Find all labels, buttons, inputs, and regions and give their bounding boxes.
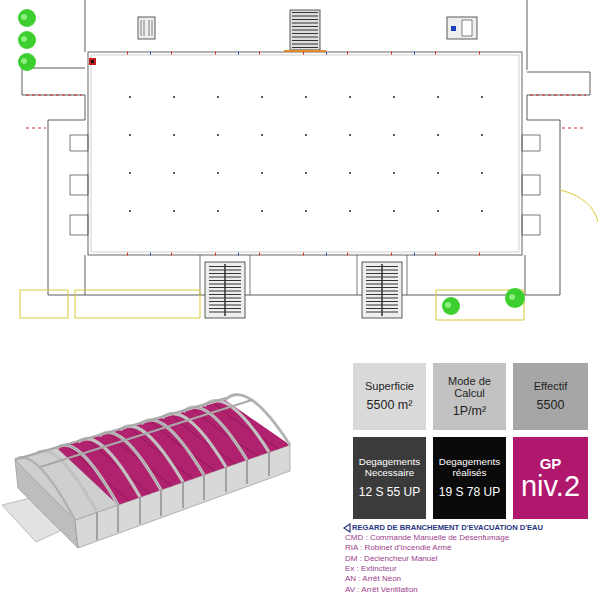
roof-arch-edges [15,395,290,520]
stat-heading: Superficie [365,380,414,393]
abbreviation-note: CMD : Commande Manuelle de Désenfumage [345,534,509,543]
roof-arches [15,395,290,520]
building-3d-view [2,395,290,548]
stair-right-divider [381,264,383,316]
building-wall [22,0,590,295]
abbreviation-note: Ex : Extincteur [345,565,397,574]
stat-value: 1P/m² [453,404,486,418]
stat-value: 5500 [537,398,565,412]
safety-marks-blue [150,53,490,254]
lift-right-marker [451,26,456,31]
landscape-outline [20,190,598,320]
roof-vault-lines [68,403,279,501]
stair-right [362,262,402,318]
stair-left-divider [224,264,226,316]
stair-frame [200,255,407,295]
lift-right [447,17,477,39]
stat-heading: Degagements réalisés [437,456,502,479]
stat-box: Degagements réalisés 19 S 78 UP [433,437,506,519]
tree [18,31,36,49]
main-stair-treads [292,12,318,48]
hall-column-grid [130,97,486,211]
tree-group [18,9,525,315]
stat-heading: GP [540,455,562,472]
smoke-control-box [89,58,96,65]
safety-marks [127,53,490,254]
abbreviation-note: AN : Arrêt Néon [345,575,401,584]
tree [442,297,460,315]
tree [18,9,36,27]
stat-value: 19 S 78 UP [439,486,500,500]
stat-heading: Effectif [534,380,567,393]
lift-right-core [462,20,472,36]
stat-box: Mode de Calcul 1P/m² [433,363,506,430]
tree [505,288,525,308]
abbreviation-note: AV : Arrêt Ventilation [345,586,418,595]
hall-outline [88,52,522,255]
stat-box: GPniv.2 [513,437,588,519]
stair-left [205,262,245,318]
stat-heading: Mode de Calcul [437,375,502,400]
roof-membrane [57,400,290,505]
stat-heading: Degagements Necessaire [357,456,422,479]
lift-left [138,17,155,39]
stat-value: niv.2 [521,472,580,501]
abbreviation-note: DM : Déclencheur Manuel [345,555,437,564]
legend-heading: REGARD DE BRANCHEMENT D'EVACUATION D'EAU [352,524,543,532]
stat-value: 5500 m² [367,398,413,412]
evacuation-marks [26,95,586,128]
tree [18,53,36,71]
stat-value: 12 S 55 UP [359,486,420,500]
stat-box: Effectif 5500 [513,363,588,430]
stat-box: Superficie 5500 m² [353,363,426,430]
floor-plan [18,0,598,320]
smoke-control-core [91,60,94,63]
roof-rail [20,398,252,467]
tree-highlight [21,14,515,308]
main-stair-landing [284,50,326,52]
stat-box: Degagements Necessaire 12 S 55 UP [353,437,426,519]
wall-niche [70,135,540,235]
abbreviation-note: RIA : Robinet d'Incendie Armé [345,544,451,553]
hall-inner-outline [91,55,519,252]
lift-left-doors [141,20,152,36]
main-stair [290,10,320,50]
legend-arrow [344,524,350,532]
